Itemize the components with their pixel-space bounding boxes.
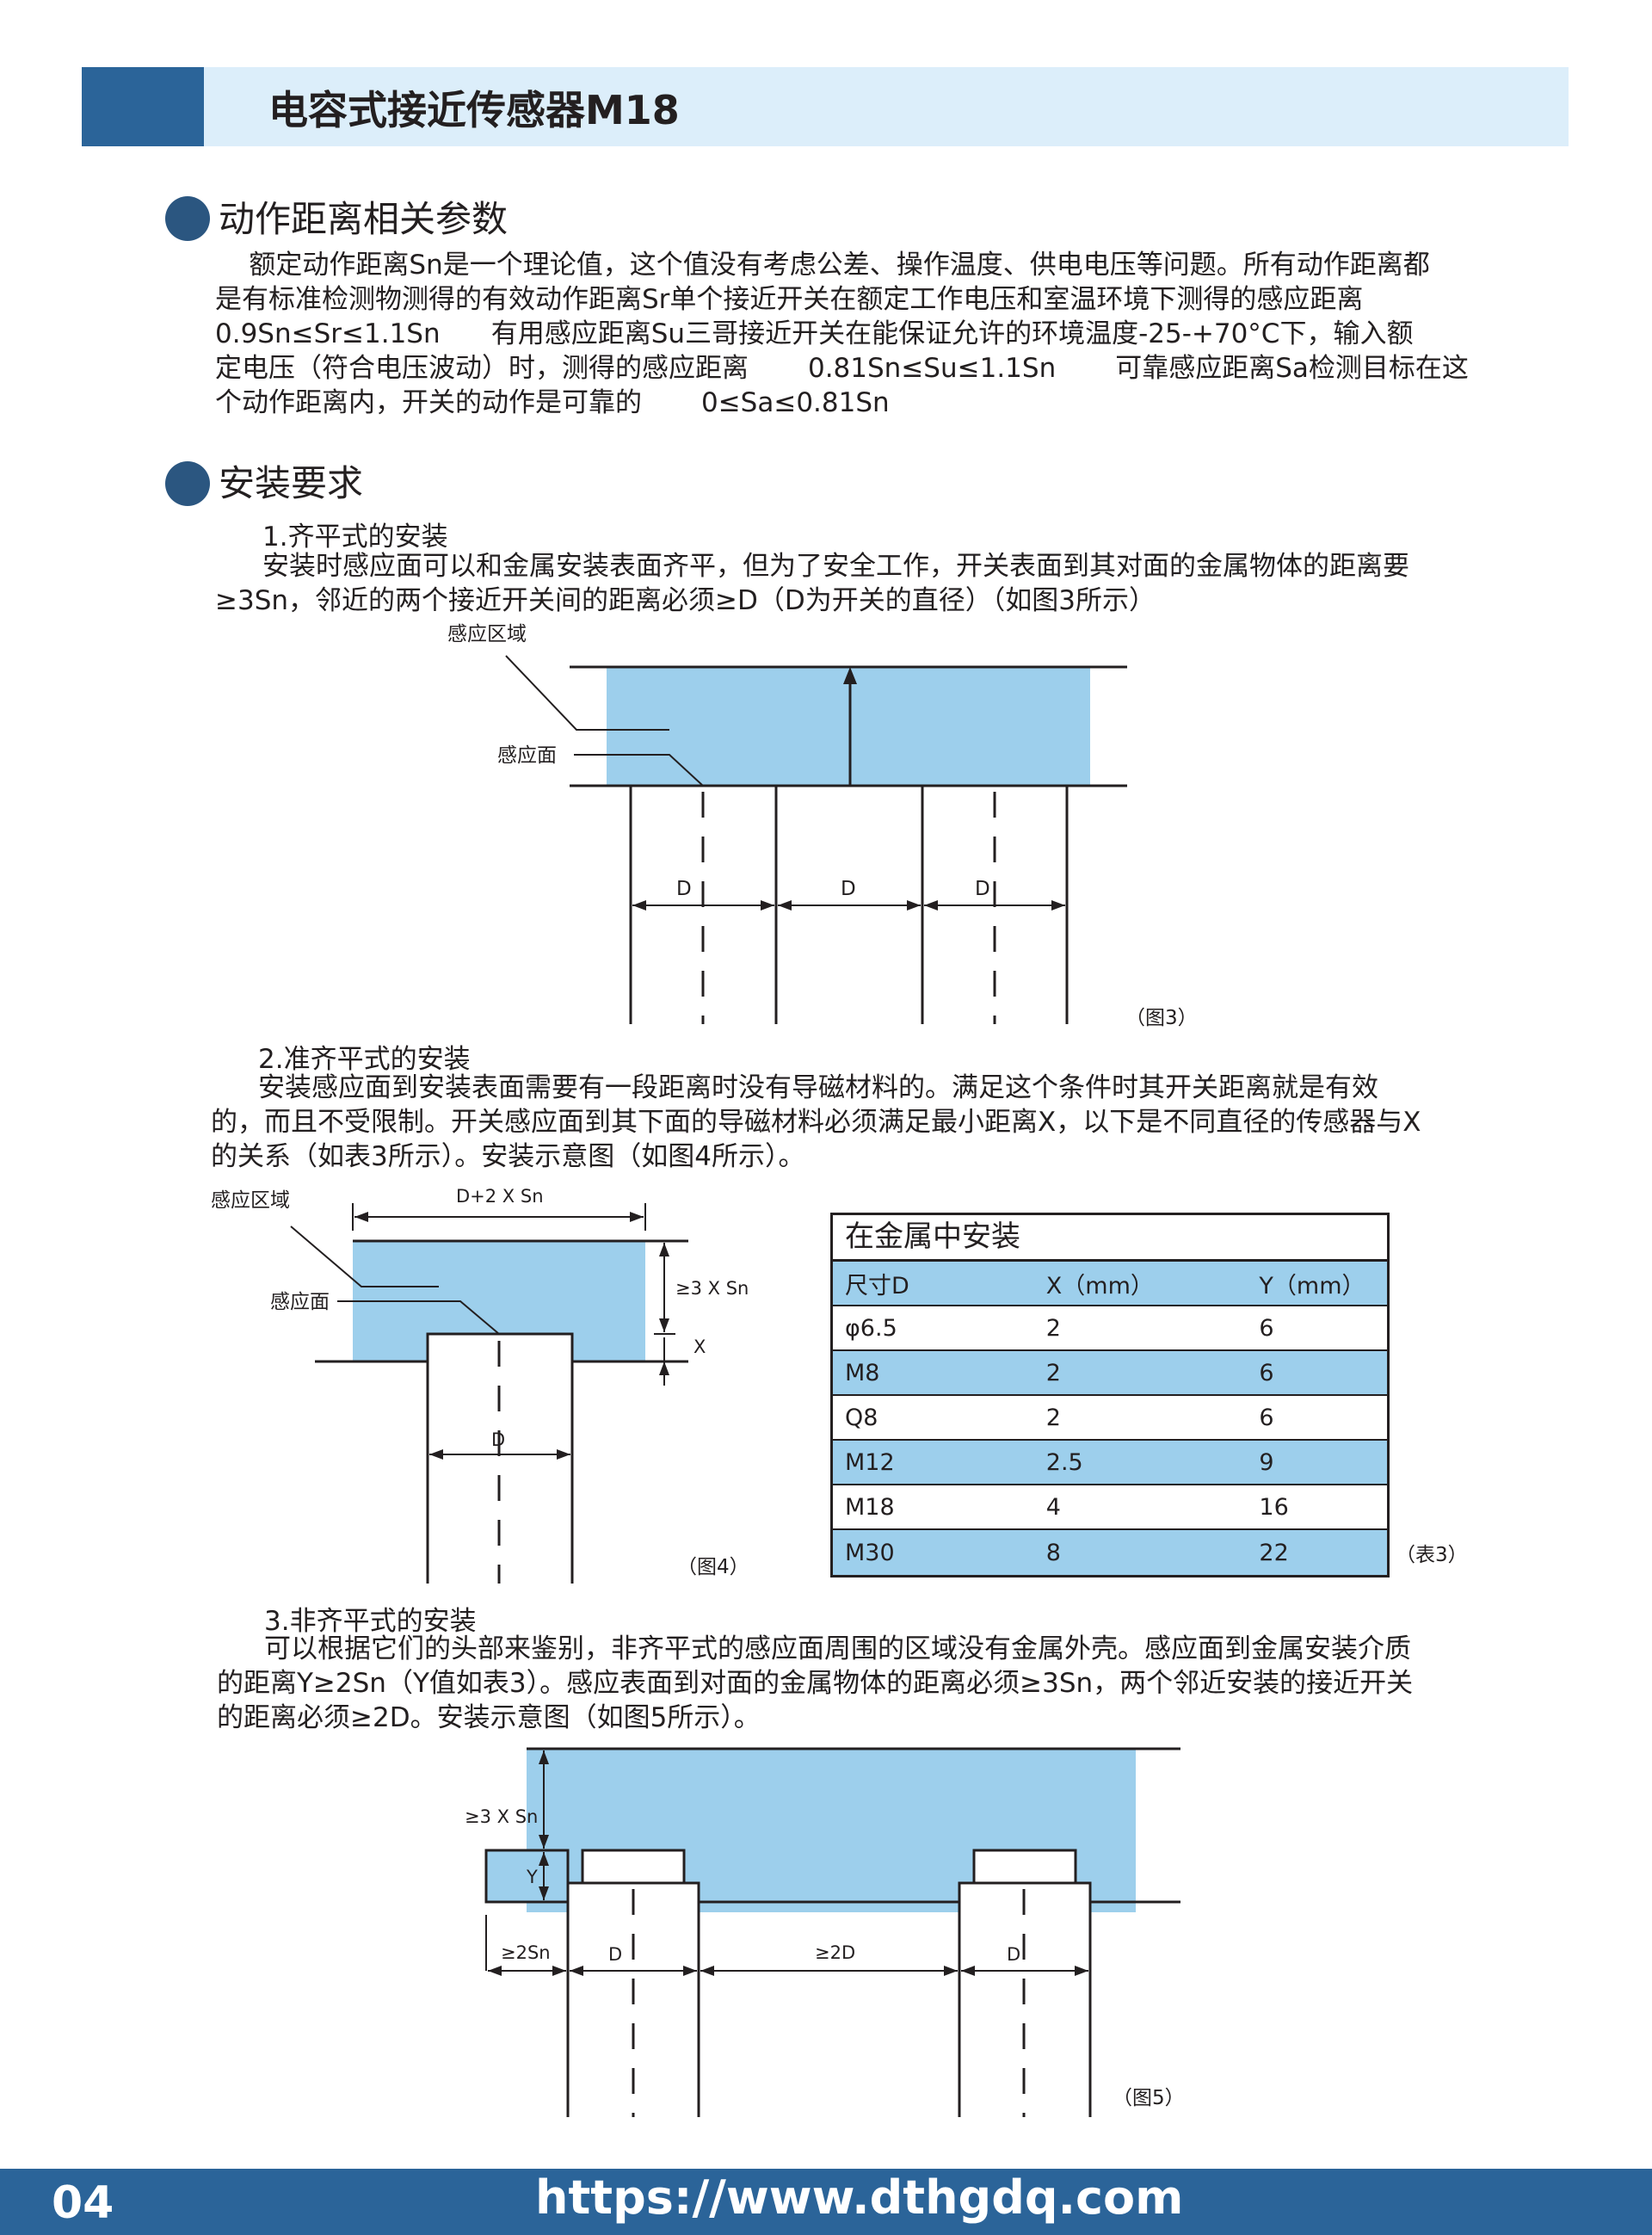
dim-height: ≥3 X Sn [675,1278,749,1299]
table-row: φ6.5 2 6 [833,1306,1387,1351]
subsection-title-flush: 1.齐平式的安装 [262,522,448,553]
subsection3-body: 可以根据它们的头部来鉴别，非齐平式的感应面周围的区域没有金属外壳。感应面到金属安… [217,1632,1413,1735]
figure-caption: （图3） [1125,1007,1198,1029]
paragraph-line: 安装时感应面可以和金属安装表面齐平，但为了安全工作，开关表面到其对面的金属物体的… [262,551,1409,582]
section-bullet-icon [165,196,210,241]
dim-d: D [1007,1944,1020,1965]
leader-sensing-area [505,655,669,731]
cell-y: 6 [1259,1314,1274,1342]
cell-y: 22 [1259,1539,1289,1566]
section-title-distance: 动作距离相关参数 [219,198,509,240]
cell-x: 2 [1045,1359,1061,1386]
dim-gap-left: ≥2Sn [501,1942,551,1963]
section1-body: 额定动作距离Sn是一个理论值，这个值没有考虑公差、操作温度、供电电压等问题。所有… [215,248,1469,420]
figure-caption: （图5） [1113,2087,1185,2109]
table-row: M18 4 16 [833,1485,1387,1530]
cell-y: 6 [1259,1359,1274,1386]
cell-y: 6 [1259,1404,1274,1431]
dim-d: D [608,1944,622,1965]
header-bar [82,67,1569,146]
section-bullet-icon [165,461,210,506]
cell-x: 4 [1045,1493,1061,1521]
table-row: M30 8 22 [833,1530,1387,1575]
dim-height: ≥3 X Sn [465,1806,538,1827]
dim-x: X [693,1337,706,1357]
cell-x: 8 [1045,1539,1061,1566]
cell-size: M18 [845,1493,895,1521]
subsection2-body: 安装感应面到安装表面需要有一段距离时没有导磁材料的。满足这个条件时其开关距离就是… [211,1071,1421,1174]
cell-x: 2.5 [1045,1448,1083,1476]
paragraph-line: 0.9Sn≤Sr≤1.1Sn 有用感应距离Su三哥接近开关在能保证允许的环境温度… [215,318,1414,349]
dim-gap-mid: ≥2D [815,1942,855,1963]
cell-x: 2 [1045,1314,1061,1342]
dim-y: Y [526,1867,538,1887]
cell-x: 2 [1045,1404,1061,1431]
figure-5-non-flush-mount: ≥3 X Sn Y ≥2Sn D ≥2D D （图5） [465,1747,1185,2117]
table-3-metal-install: 在金属中安装 尺寸D X（mm） Y（mm） φ6.5 2 6 M8 2 6 Q… [830,1213,1390,1577]
footer-bar [0,2169,1652,2235]
table-caption: （表3） [1396,1544,1468,1566]
header-accent-block [82,67,204,146]
paragraph-line: 的，而且不受限制。开关感应面到其下面的导磁材料必须满足最小距离X，以下是不同直径… [211,1107,1421,1138]
label-sensing-area: 感应区域 [447,623,527,645]
sensing-area [607,667,1090,786]
paragraph-line: 的关系（如表3所示）。安装示意图（如图4所示）。 [211,1141,805,1172]
page-title: 电容式接近传感器M18 [268,87,680,133]
table-header-row: 尺寸D X（mm） Y（mm） [833,1262,1387,1306]
cell-y: 16 [1259,1493,1289,1521]
header-x: X（mm） [1045,1272,1154,1300]
figure-4-semi-flush-mount: 感应区域 感应面 D+2 X Sn ≥3 X Sn X D （图4） [211,1186,749,1584]
dim-d: D [676,878,692,900]
sensor-body [426,1332,574,1584]
cell-size: M12 [845,1448,895,1476]
subsection1-body: 安装时感应面可以和金属安装表面齐平，但为了安全工作，开关表面到其对面的金属物体的… [215,549,1409,618]
table-row: M12 2.5 9 [833,1441,1387,1485]
paragraph-line: 安装感应面到安装表面需要有一段距离时没有导磁材料的。满足这个条件时其开关距离就是… [258,1072,1378,1103]
paragraph-line: 是有标准检测物测得的有效动作距离Sr单个接近开关在额定工作电压和室温环境下测得的… [215,284,1364,315]
subsection-title-semi-flush: 2.准齐平式的安装 [258,1044,471,1075]
paragraph-line: 定电压（符合电压波动）时，测得的感应距离 0.81Sn≤Su≤1.1Sn 可靠感… [215,353,1469,384]
table-title: 在金属中安装 [833,1215,1387,1262]
table-row: Q8 2 6 [833,1396,1387,1441]
dim-d: D [841,878,856,900]
leader-sensing-face [574,754,704,787]
paragraph-line: 个动作距离内，开关的动作是可靠的 0≤Sa≤0.81Sn [215,387,890,418]
dim-d: D [491,1429,505,1450]
cell-size: φ6.5 [845,1314,897,1342]
table-row: M8 2 6 [833,1351,1387,1396]
cell-size: M8 [845,1359,880,1386]
header-y: Y（mm） [1259,1272,1365,1300]
website-link[interactable]: https://www.dthgdq.com [535,2170,1184,2225]
page-number: 04 [52,2177,114,2229]
header-size: 尺寸D [845,1272,909,1300]
label-sensing-face: 感应面 [270,1291,330,1313]
section-title-installation: 安装要求 [219,462,364,504]
figure-caption: （图4） [677,1556,749,1578]
dim-width: D+2 X Sn [456,1186,544,1207]
paragraph-line: 的距离必须≥2D。安装示意图（如图5所示）。 [217,1702,761,1733]
cell-y: 9 [1259,1448,1274,1476]
paragraph-line: ≥3Sn，邻近的两个接近开关间的距离必须≥D（D为开关的直径）（如图3所示） [215,585,1156,616]
figure-3-flush-mount: 感应区域 感应面 D D D （图3） [447,623,1198,1029]
subsection-title-non-flush: 3.非齐平式的安装 [264,1606,477,1637]
paragraph-line: 额定动作距离Sn是一个理论值，这个值没有考虑公差、操作温度、供电电压等问题。所有… [215,250,1430,281]
paragraph-line: 可以根据它们的头部来鉴别，非齐平式的感应面周围的区域没有金属外壳。感应面到金属安… [264,1633,1411,1664]
cell-size: M30 [845,1539,895,1566]
cell-size: Q8 [845,1404,878,1431]
label-sensing-face: 感应面 [497,744,557,767]
paragraph-line: 的距离Y≥2Sn（Y值如表3）。感应表面到对面的金属物体的距离必须≥3Sn，两个… [217,1668,1414,1699]
label-sensing-area: 感应区域 [211,1189,290,1212]
dim-d: D [975,878,990,900]
